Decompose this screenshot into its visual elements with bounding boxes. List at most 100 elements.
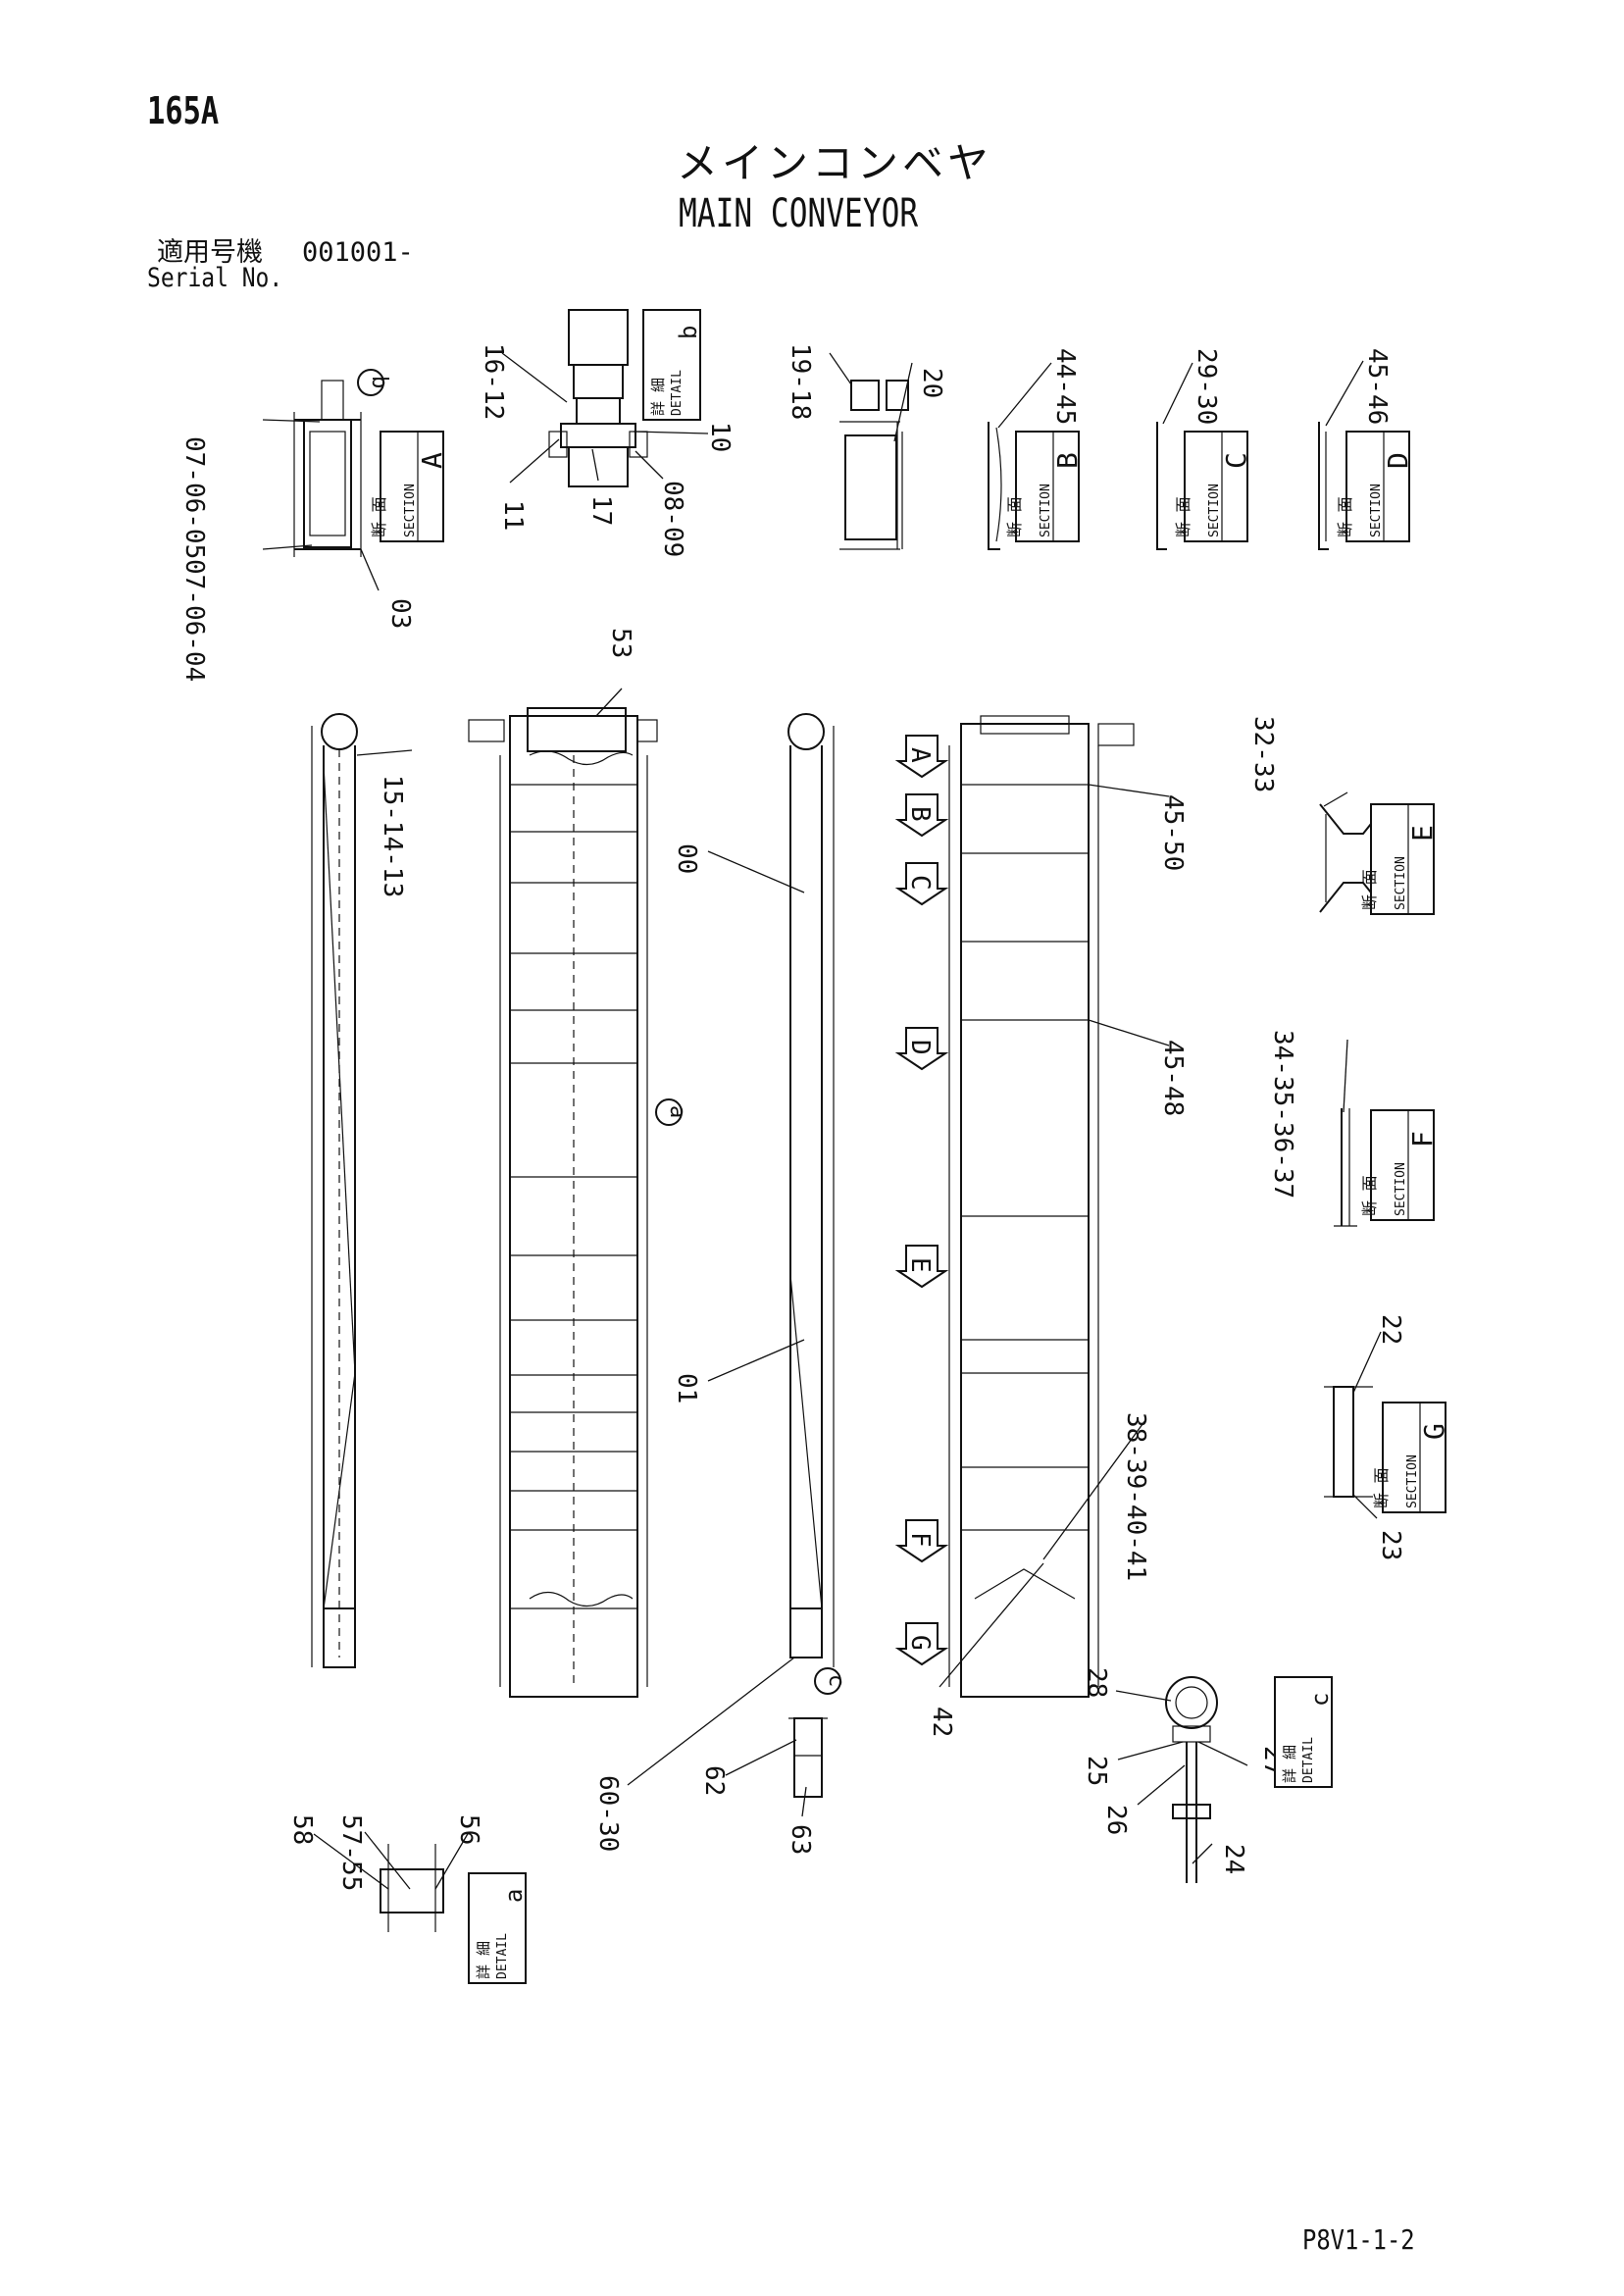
leader-line [1325,360,1364,427]
part-callout: 22 [1376,1314,1405,1345]
leader-line [262,419,321,423]
section-tag-jp: 断 面 [1174,496,1193,537]
part-callout: 10 [705,422,735,452]
leader-lines [262,352,1382,1890]
view-arrow-f: F [894,1519,949,1563]
section-f-tag: 断 面 SECTION F [1360,1109,1439,1221]
leader-line [1115,1690,1172,1702]
view-arrow-letter: D [905,1040,935,1055]
section-tag-en: SECTION [1369,484,1384,537]
part-callout: 44-45 [1050,348,1080,425]
section-tag-jp: 断 面 [370,496,388,537]
section-tag-en: SECTION [1039,484,1053,537]
part-callout: 11 [498,500,528,531]
bottom-view-right [948,715,1135,1698]
part-callout: 60-30 [593,1775,623,1852]
view-arrow-letter: F [905,1532,935,1548]
section-tag-letter: E [1406,825,1439,842]
part-callout: 63 [786,1824,815,1855]
section-tag-en: SECTION [403,484,418,537]
part-callout: 45-50 [1158,794,1188,871]
view-arrow-b: B [894,793,949,838]
detail-tag-letter: b [675,326,702,339]
view-arrow-letter: C [905,875,935,891]
view-arrow-g: G [894,1622,949,1666]
part-callout: 45-48 [1158,1040,1188,1116]
leader-line [595,688,623,717]
serial-label-japanese: 適用号機 [157,237,263,268]
leader-line [364,1831,411,1890]
part-callout: 45-46 [1362,348,1392,425]
section-tag-en: SECTION [1405,1454,1420,1508]
view-arrow-letter: A [905,747,935,763]
part-callout: 01 [672,1373,701,1403]
detail-tag-en: DETAIL [1301,1737,1316,1783]
drawing-code: P8V1-1-2 [1302,2223,1415,2256]
section-f-drawing [1334,1108,1357,1227]
part-callout: 32-33 [1248,716,1278,792]
top-view-center [468,707,658,1698]
side-view-left [311,713,358,1668]
section-tag-jp: 断 面 [1372,1467,1391,1508]
leader-line [1042,1419,1146,1560]
part-callout: 53 [606,628,635,658]
detail-tag-en: DETAIL [495,1933,510,1979]
section-tag-letter: A [416,452,448,469]
part-callout: 00 [672,843,701,874]
leader-line [1137,1764,1186,1806]
detail-tag-jp: 詳 細 [1281,1745,1298,1783]
part-callout: 58 [287,1814,317,1845]
leader-line [509,438,560,484]
section-tag-letter: F [1406,1131,1439,1148]
section-a-tag: 断 面 SECTION A [370,431,448,542]
page-title-english: MAIN CONVEYOR [679,191,919,236]
leader-line [707,1339,805,1382]
page-title-japanese: メインコンベヤ [677,139,993,187]
part-callout: 19-18 [786,343,815,420]
section-tag-letter: G [1418,1423,1450,1440]
section-tag-en: SECTION [1394,1162,1408,1216]
detail-tag-en: DETAIL [670,370,685,416]
view-arrow-letter: B [905,806,935,822]
page-number: 165A [147,89,220,132]
section-g-tag: 断 面 SECTION G [1372,1402,1450,1513]
leader-line [893,362,913,442]
leader-line [707,850,805,893]
view-arrow-c: C [894,862,949,906]
section-tag-jp: 断 面 [1360,869,1379,910]
leader-line [360,548,380,591]
serial-number-value: 001001- [302,237,414,268]
leader-line [997,362,1052,429]
leader-line [1197,1741,1248,1766]
section-tag-jp: 断 面 [1360,1175,1379,1216]
part-callout: 15-14-13 [378,775,407,897]
leader-line [1323,791,1348,807]
part-callout: 26 [1101,1805,1131,1835]
side-view-right [787,713,835,1667]
section-bcd-drawings [988,422,1329,550]
detail-tag-letter: a [500,1889,528,1903]
leader-line [1088,784,1170,797]
part-callout: 29-30 [1192,348,1221,425]
leader-line [634,450,664,480]
leader-line [725,1739,797,1776]
detail-circle-letter: a [665,1105,689,1118]
part-callout: 20 [917,368,946,398]
leader-line [801,1786,807,1817]
part-callout: 28 [1082,1667,1111,1698]
view-arrow-e: E [894,1245,949,1289]
part-callout: 08-09 [658,481,687,557]
serial-label-english: Serial No. [147,263,283,293]
detail-tag-letter: c [1306,1693,1334,1707]
leader-line [627,1657,795,1786]
leader-line [1162,362,1193,425]
leader-line [262,544,313,550]
leader-line [313,1833,389,1890]
leader-line [1192,1843,1213,1864]
leader-line [633,431,709,434]
detail-b-drawing [548,309,648,487]
